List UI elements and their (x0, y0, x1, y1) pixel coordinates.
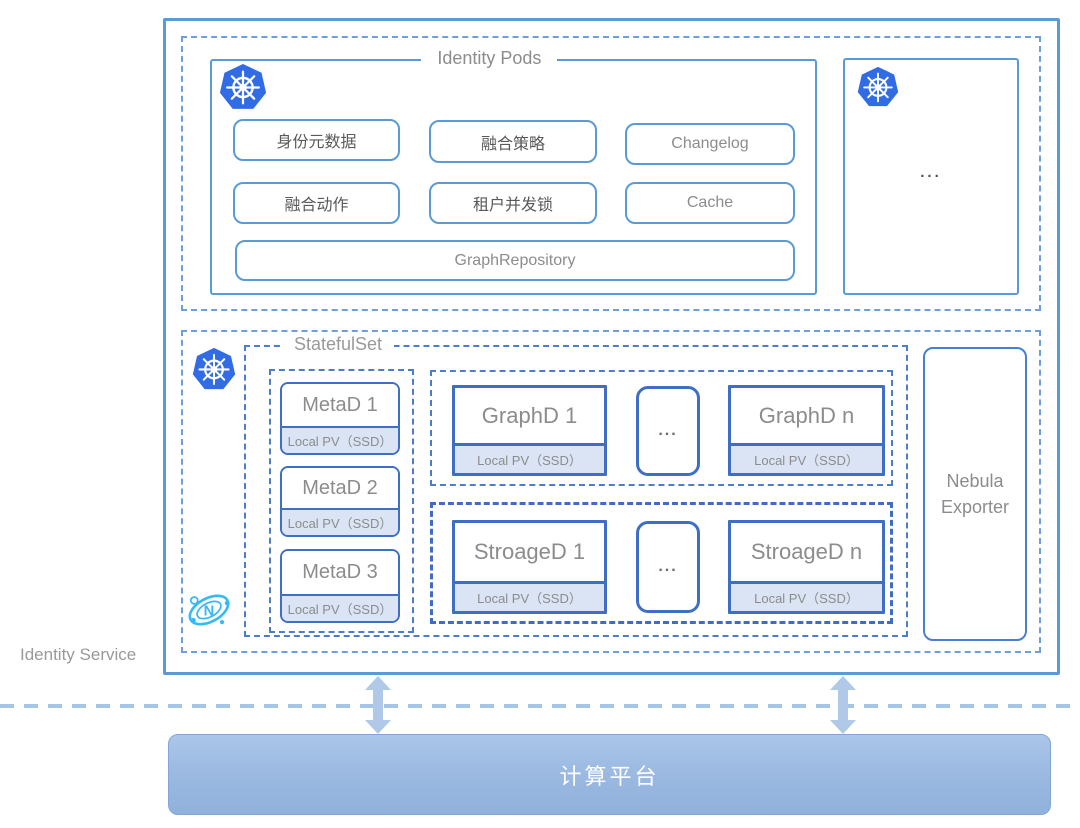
local-pv-label: Local PV（SSD） (282, 594, 398, 621)
box-changelog: Changelog (625, 123, 795, 165)
statefulset-title: StatefulSet (282, 334, 395, 355)
pod-metad-3: MetaD 3 Local PV（SSD） (280, 549, 400, 623)
box-label: Cache (686, 194, 734, 211)
kubernetes-icon (219, 63, 267, 111)
pod-name: MetaD 1 (282, 384, 398, 426)
box-label: 身份元数据 (276, 134, 357, 151)
boundary-dashed-line (0, 704, 1080, 708)
box-label: 租户并发锁 (472, 197, 553, 214)
identity-service-box (163, 18, 1060, 675)
pod-metad-2: MetaD 2 Local PV（SSD） (280, 466, 400, 537)
local-pv-label: Local PV（SSD） (731, 581, 882, 611)
local-pv-label: Local PV（SSD） (282, 426, 398, 453)
ellipsis-label: ... (658, 558, 678, 575)
pod-graphd-n: GraphD n Local PV（SSD） (728, 385, 885, 476)
statefulset-dashed-group (181, 330, 1041, 653)
box-label: GraphRepository (454, 251, 576, 269)
statefulset-box: StatefulSet (244, 334, 908, 637)
box-graph-repository: GraphRepository (235, 240, 795, 281)
stroaged-ellipsis-box: ... (636, 521, 700, 613)
compute-platform-bar: 计算平台 (168, 734, 1051, 815)
local-pv-label: Local PV（SSD） (282, 508, 398, 535)
box-tenant-concurrency-lock: 租户并发锁 (429, 182, 597, 224)
local-pv-label: Local PV（SSD） (455, 443, 604, 473)
ellipsis-label: ... (920, 164, 942, 181)
local-pv-label: Local PV（SSD） (455, 581, 604, 611)
nebula-graph-icon (183, 588, 235, 632)
box-fusion-action: 融合动作 (233, 182, 400, 224)
box-fusion-strategy: 融合策略 (429, 120, 597, 163)
pod-name: GraphD n (731, 388, 882, 443)
metad-group (269, 369, 414, 633)
double-arrow-icon (365, 676, 391, 734)
box-label: 融合策略 (480, 135, 545, 153)
ellipsis-label: ... (658, 422, 678, 439)
box-cache: Cache (625, 182, 795, 224)
graphd-group (430, 370, 893, 486)
graphd-ellipsis-box: ... (636, 386, 700, 476)
nebula-exporter-label-line2: Exporter (940, 497, 1010, 517)
nebula-exporter-label-line1: Nebula (946, 470, 1004, 491)
box-label: 融合动作 (284, 197, 349, 214)
pod-name: MetaD 2 (282, 468, 398, 508)
identity-service-label: Identity Service (20, 645, 137, 664)
identity-pods-title: Identity Pods (421, 48, 558, 69)
box-label: Changelog (671, 135, 749, 152)
pod-name: StroageD 1 (455, 523, 604, 581)
pod-stroaged-n: StroageD n Local PV（SSD） (728, 520, 885, 614)
stroaged-group (430, 502, 893, 624)
nebula-exporter-box: Nebula Exporter (923, 347, 1027, 641)
pod-name: GraphD 1 (455, 388, 604, 443)
kubernetes-icon (192, 347, 236, 391)
double-arrow-icon (830, 676, 856, 734)
more-pods-box: ... (843, 58, 1019, 295)
pod-metad-1: MetaD 1 Local PV（SSD） (280, 382, 400, 455)
pod-name: StroageD n (731, 523, 882, 581)
compute-platform-label: 计算平台 (559, 763, 660, 789)
pod-graphd-1: GraphD 1 Local PV（SSD） (452, 385, 607, 476)
local-pv-label: Local PV（SSD） (731, 443, 882, 473)
pod-name: MetaD 3 (282, 551, 398, 594)
pod-stroaged-1: StroageD 1 Local PV（SSD） (452, 520, 607, 614)
box-identity-metadata: 身份元数据 (233, 119, 400, 161)
kubernetes-icon (857, 66, 899, 108)
pods-dashed-group (181, 36, 1041, 311)
